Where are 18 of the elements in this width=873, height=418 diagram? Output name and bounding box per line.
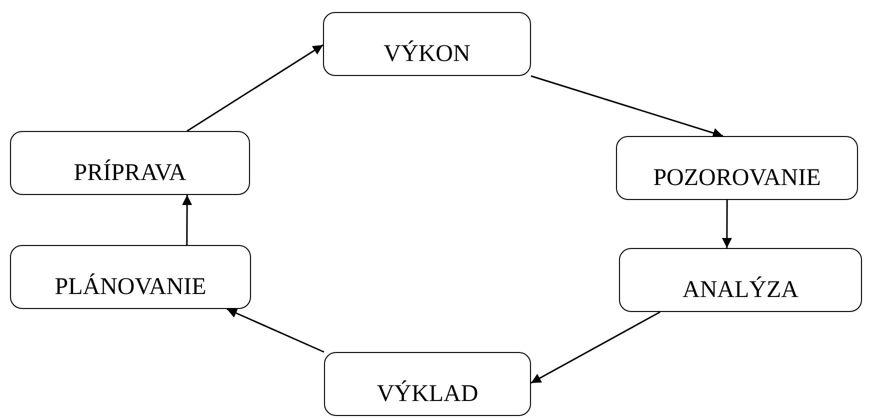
box-label: PRÍPRAVA	[74, 161, 186, 185]
arrow	[186, 44, 324, 132]
process-box	[616, 136, 858, 200]
arrow	[722, 200, 732, 248]
arrow	[182, 195, 192, 245]
process-box	[10, 245, 251, 309]
box-label: ANALÝZA	[682, 278, 798, 302]
arrow	[530, 75, 724, 138]
arrow	[530, 311, 660, 384]
box-label: PLÁNOVANIE	[54, 275, 206, 299]
arrow	[226, 308, 324, 353]
process-box	[10, 131, 250, 195]
box-label: VÝKON	[384, 42, 470, 66]
process-box	[619, 248, 862, 312]
process-box	[323, 12, 531, 76]
box-label: VÝKLAD	[376, 382, 478, 406]
box-label: POZOROVANIE	[653, 166, 821, 190]
process-box	[324, 352, 531, 416]
